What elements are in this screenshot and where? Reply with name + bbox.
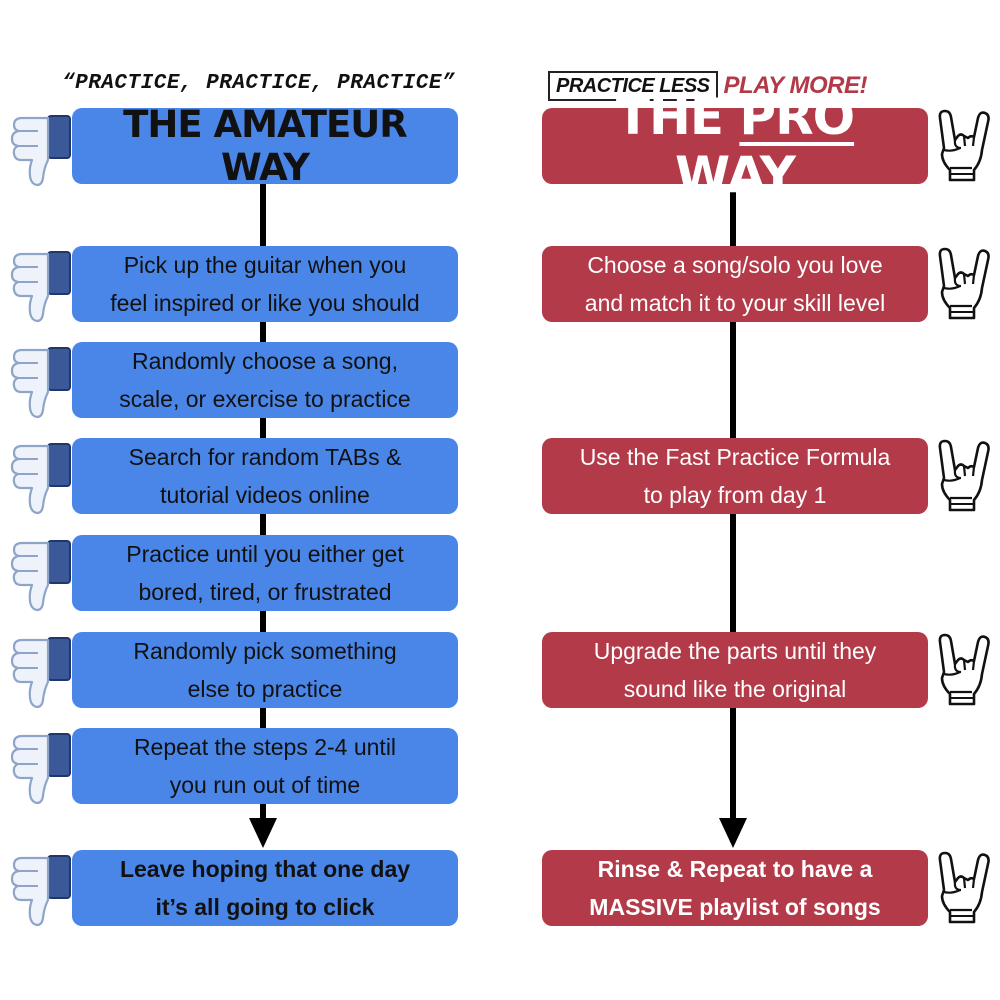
rock-hand-icon <box>938 851 990 924</box>
amateur-arrow-head <box>249 818 277 848</box>
rock-hand-icon <box>938 109 990 182</box>
pro-tagline: PRACTICE LESS PLAY MORE! <box>548 70 867 102</box>
thumbs-down-icon <box>10 854 72 927</box>
thumbs-down-icon <box>10 732 72 805</box>
thumbs-down-icon <box>10 114 72 187</box>
amateur-way-title: THE AMATEUR WAY <box>123 103 408 189</box>
pro-arrow-head <box>719 818 747 848</box>
rock-hand-icon <box>938 439 990 512</box>
amateur-step-2: Randomly choose a song,scale, or exercis… <box>72 342 458 418</box>
pro-way-title-box: THE PRO WAY <box>542 88 928 204</box>
practice-less-label: PRACTICE LESS <box>548 71 718 101</box>
amateur-step-3: Search for random TABs &tutorial videos … <box>72 438 458 514</box>
amateur-tagline: “PRACTICE, PRACTICE, PRACTICE” <box>62 72 456 95</box>
thumbs-down-icon <box>10 636 72 709</box>
pro-way-title: THE PRO WAY <box>615 88 855 204</box>
thumbs-down-icon <box>10 346 72 419</box>
thumbs-down-icon <box>10 250 72 323</box>
thumbs-down-icon <box>10 442 72 515</box>
amateur-way-title-box: THE AMATEUR WAY <box>72 103 458 189</box>
thumbs-down-icon <box>10 539 72 612</box>
rock-hand-icon <box>938 633 990 706</box>
rock-hand-icon <box>938 247 990 320</box>
play-more-label: PLAY MORE! <box>723 72 868 99</box>
